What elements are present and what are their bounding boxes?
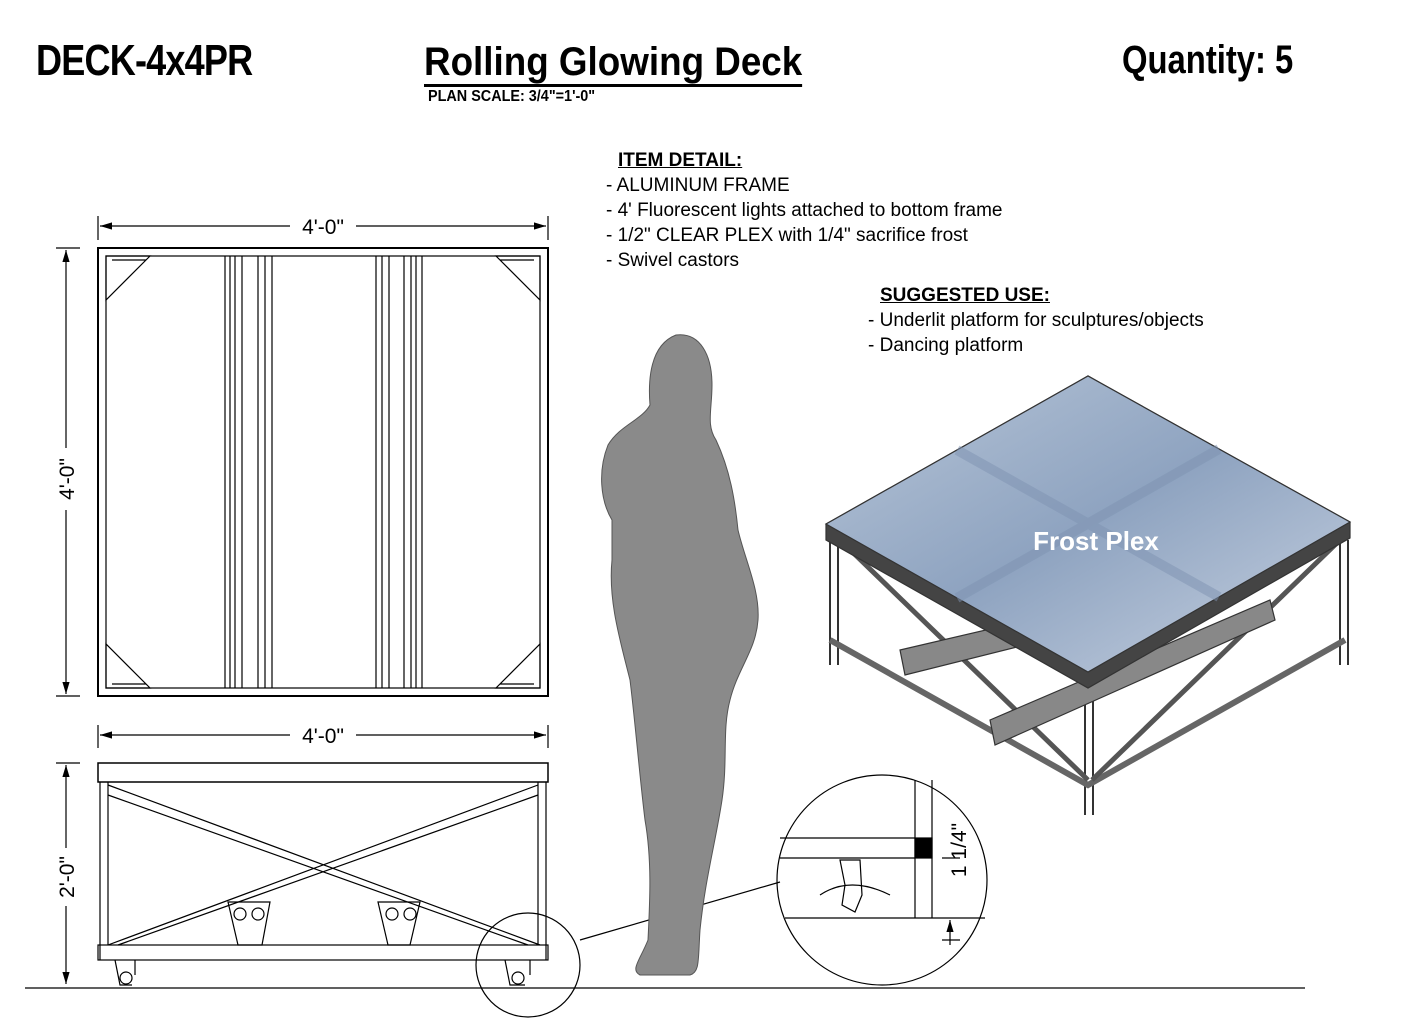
plan-view: [56, 216, 549, 697]
suggested-use: SUGGESTED USE: - Underlit platform for s…: [868, 283, 1204, 358]
item-detail: ITEM DETAIL: - ALUMINUM FRAME - 4' Fluor…: [606, 148, 1003, 273]
detail-line: - Swivel castors: [606, 250, 740, 271]
detail-line: - ALUMINUM FRAME: [606, 175, 790, 196]
item-code: DECK-4x4PR: [36, 36, 253, 85]
use-line: - Underlit platform for sculptures/objec…: [868, 310, 1204, 331]
detail-height-label: 1 1/4": [948, 823, 971, 877]
elevation-height-label: 2'-0": [56, 856, 79, 898]
isometric-deck: [824, 375, 1352, 815]
elevation-view: [25, 725, 1305, 989]
elevation-width-label: 4'-0": [302, 725, 344, 748]
quantity: Quantity: 5: [1122, 38, 1294, 82]
page-title: Rolling Glowing Deck: [424, 40, 803, 87]
suggested-use-heading: SUGGESTED USE:: [880, 285, 1050, 306]
plan-width-label: 4'-0": [302, 216, 344, 239]
frost-plex-label: Frost Plex: [1033, 526, 1159, 556]
plan-depth-label: 4'-0": [56, 458, 79, 500]
castor-detail: [475, 774, 988, 1018]
detail-line: - 4' Fluorescent lights attached to bott…: [606, 200, 1003, 221]
detail-line: - 1/2" CLEAR PLEX with 1/4" sacrifice fr…: [606, 225, 968, 246]
scale-note: PLAN SCALE: 3/4"=1'-0": [428, 88, 596, 105]
item-detail-heading: ITEM DETAIL:: [618, 150, 743, 171]
use-line: - Dancing platform: [868, 335, 1024, 356]
human-silhouette-icon: [601, 334, 759, 976]
